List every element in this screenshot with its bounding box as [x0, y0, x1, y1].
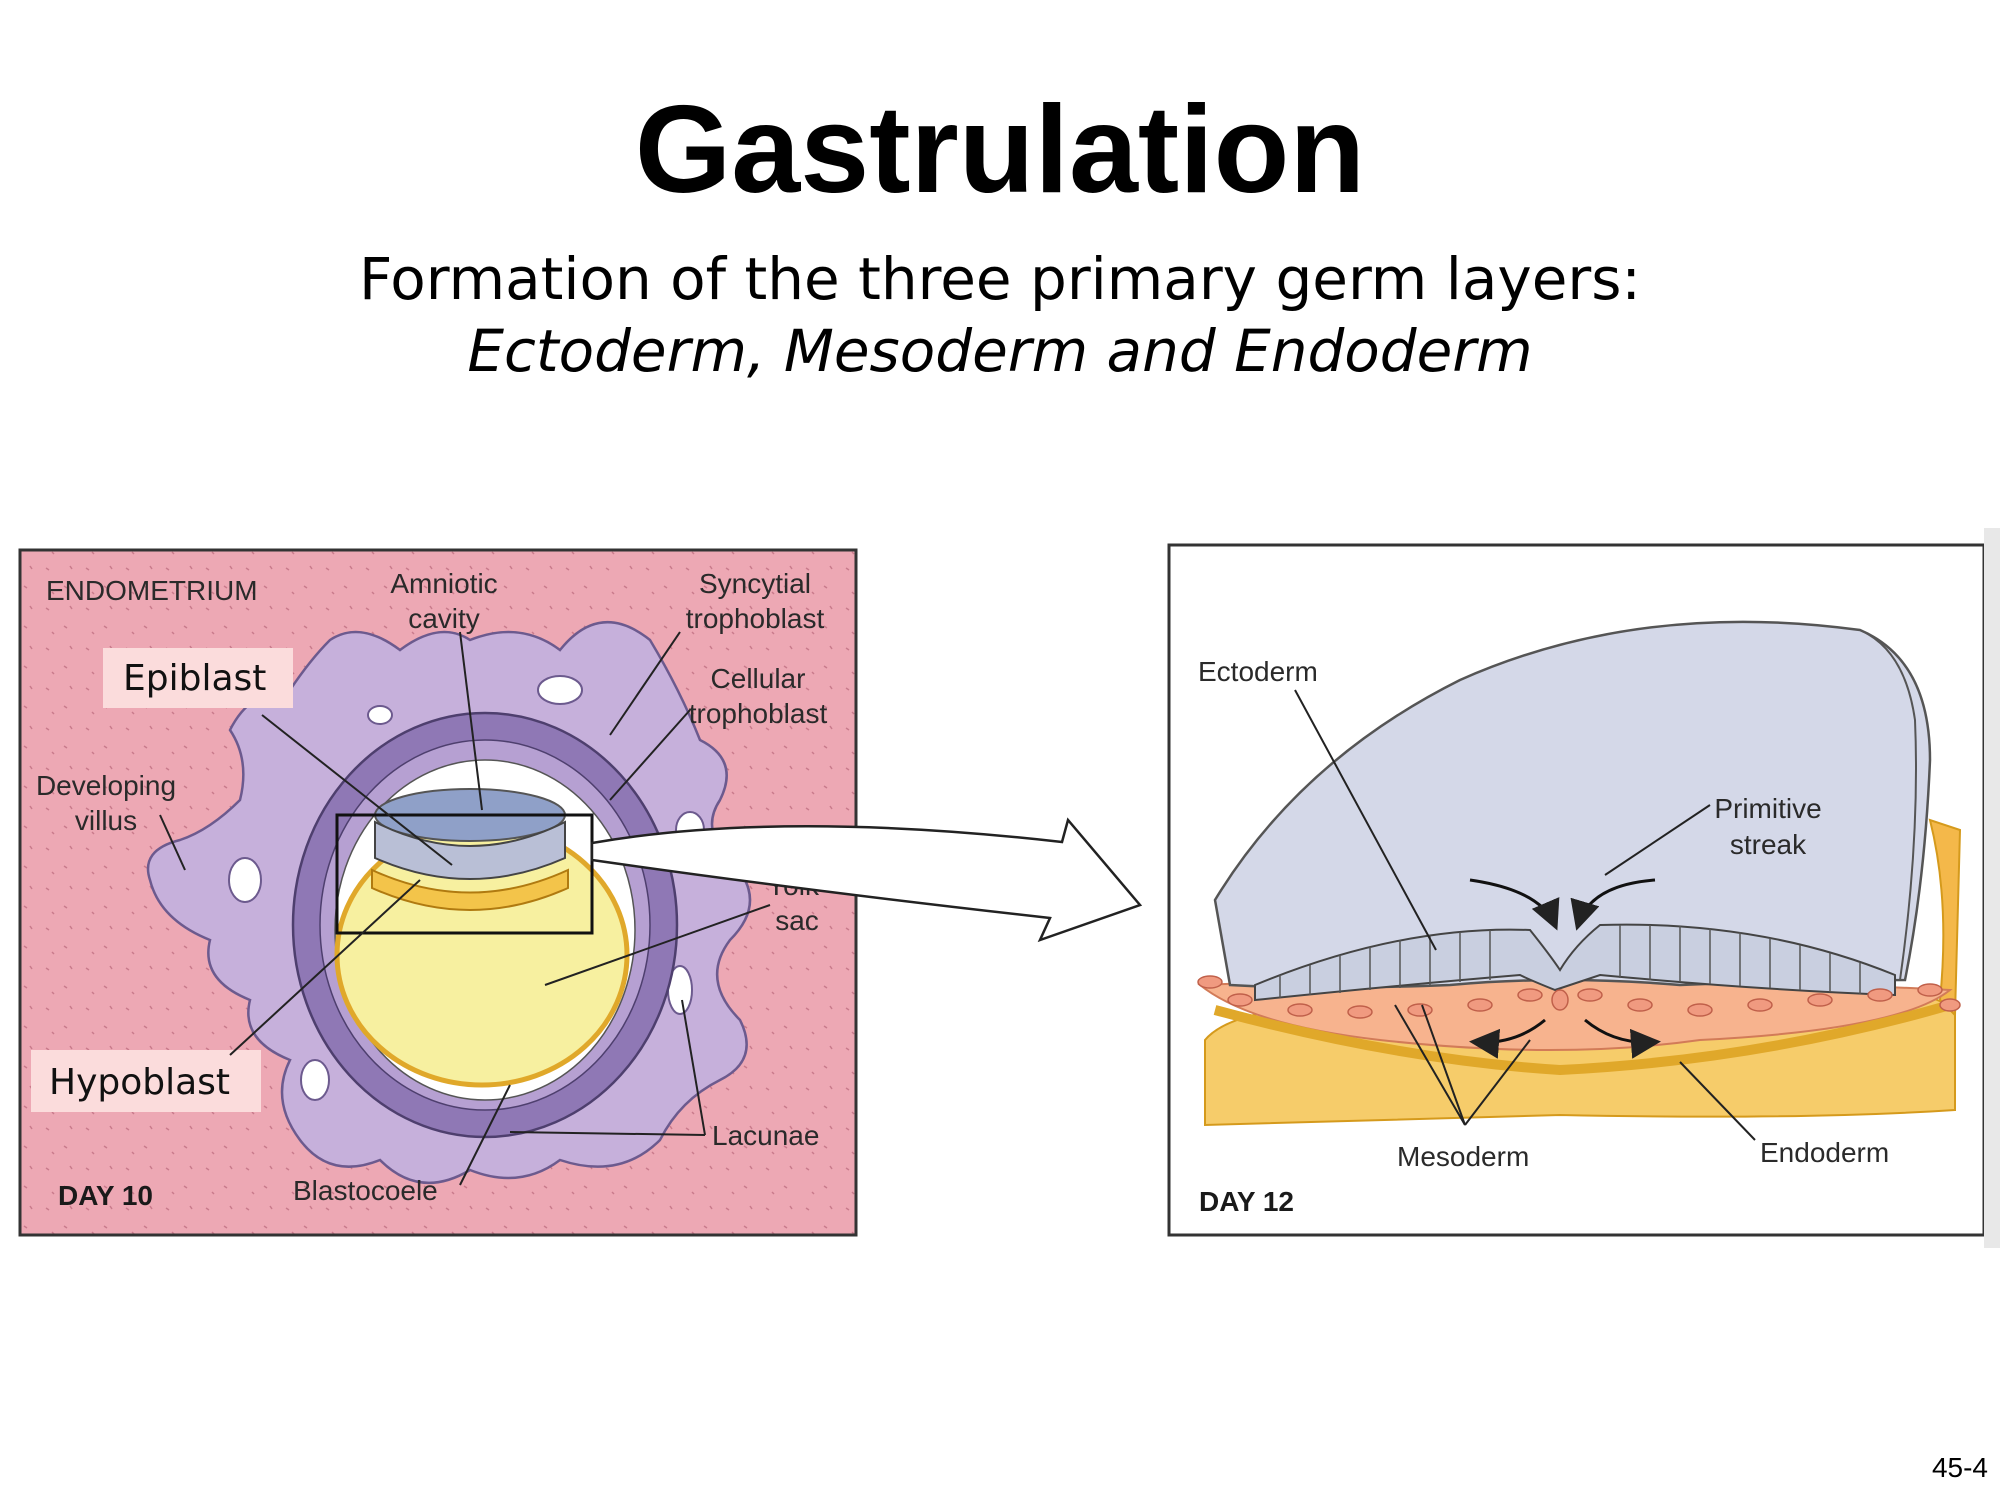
slide-subtitle: Formation of the three primary germ laye… — [359, 245, 1641, 313]
epiblast-label: Epiblast — [123, 658, 266, 699]
syncytial-trophoblast-label-1: Syncytial — [699, 568, 811, 599]
lacuna — [537, 675, 583, 705]
yolk-sac-label-2: sac — [775, 905, 819, 936]
mesoderm-label: Mesoderm — [1397, 1141, 1529, 1172]
cellular-trophoblast-label-2: trophoblast — [689, 698, 828, 729]
syncytial-trophoblast-label-2: trophoblast — [686, 603, 825, 634]
slide-subtitle-germ-layers: Ectoderm, Mesoderm and Endoderm — [467, 317, 1533, 385]
blastocoele-label: Blastocoele — [293, 1175, 438, 1206]
hypoblast-layer — [371, 868, 569, 911]
ectoderm-label: Ectoderm — [1198, 656, 1318, 687]
cell-migration-arrows — [1469, 878, 1661, 1059]
amnion-dome — [1213, 620, 1932, 989]
lacuna — [367, 705, 393, 725]
amniotic-cavity-label-2: cavity — [408, 603, 480, 634]
endoderm-label: Endoderm — [1760, 1137, 1889, 1168]
slide-number: 45-4 — [1931, 1452, 1988, 1483]
day10-stage-label: DAY 10 — [58, 1180, 153, 1211]
endoderm-layer — [1213, 1000, 1952, 1076]
lacunae-label: Lacunae — [712, 1120, 819, 1151]
ectoderm-cell-layer — [1254, 923, 1896, 1002]
day10-leader-lines — [159, 631, 771, 1186]
amniotic-cavity-label-1: Amniotic — [390, 568, 497, 599]
zoom-box — [335, 813, 594, 935]
slide-title: Gastrulation — [634, 81, 1366, 219]
mesoderm-cells — [1197, 975, 1961, 1019]
day10-panel: Epiblast Hypoblast ENDOMETRIUM Amniotic … — [18, 548, 858, 1237]
epiblast-callout-box — [103, 648, 293, 708]
endometrium-label: ENDOMETRIUM — [46, 575, 258, 606]
developing-villus-label-2: villus — [75, 805, 137, 836]
day12-leader-lines — [1294, 689, 1756, 1141]
day12-panel: Ectoderm Primitive streak Mesoderm Endod… — [1167, 528, 2000, 1248]
primitive-streak-label-1: Primitive — [1714, 793, 1821, 824]
primitive-streak-label-2: streak — [1730, 829, 1807, 860]
hypoblast-callout-box — [31, 1050, 261, 1112]
developing-villus-label-1: Developing — [36, 770, 176, 801]
lacuna — [300, 1059, 330, 1101]
page-edge-shadow — [1984, 528, 2000, 1248]
day12-stage-label: DAY 12 — [1199, 1186, 1294, 1217]
ectoderm-cell-dividers — [1279, 925, 1861, 998]
hypoblast-label: Hypoblast — [49, 1062, 230, 1103]
lacuna — [228, 857, 262, 903]
epiblast-layer — [374, 820, 566, 880]
zoom-arrow — [590, 817, 1143, 943]
cellular-trophoblast-label-1: Cellular — [711, 663, 806, 694]
